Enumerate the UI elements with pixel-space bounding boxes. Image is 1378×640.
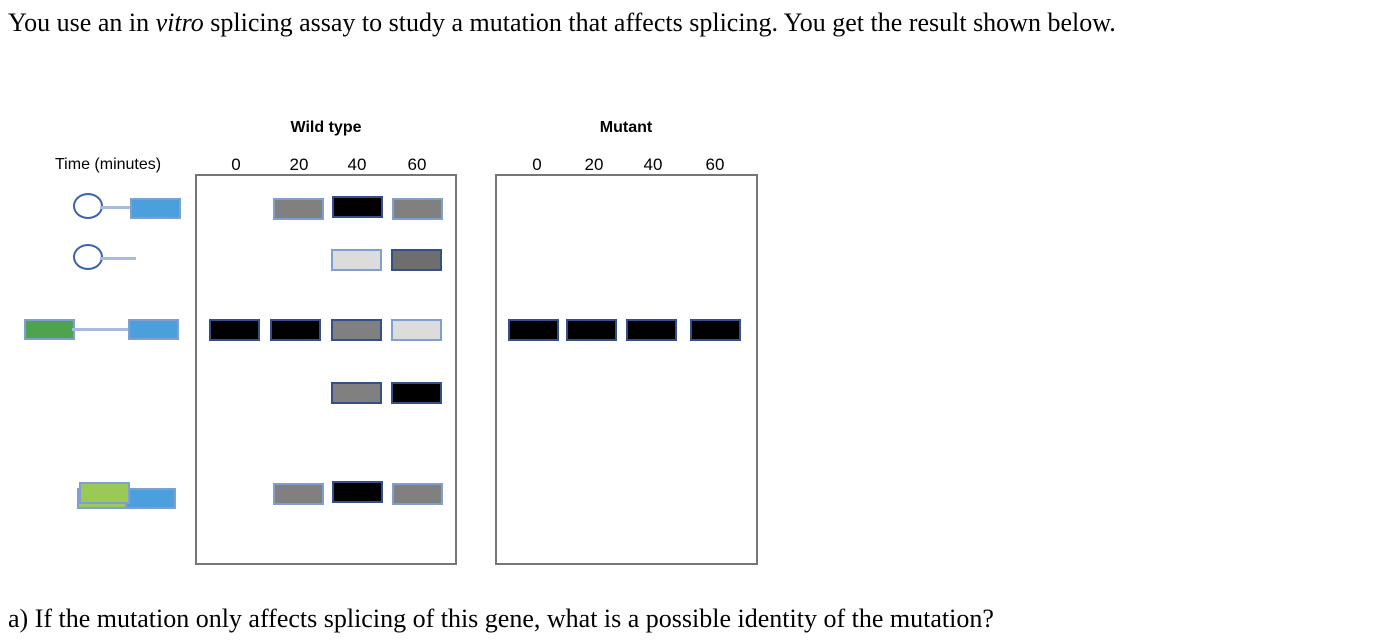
intro-paragraph: You use an in vitro splicing assay to st… bbox=[8, 4, 1348, 42]
band-wt-pre-mrna-20 bbox=[270, 319, 321, 341]
intro-text-part-1: You use an in bbox=[8, 8, 156, 37]
band-wt-spliced-mrna-40 bbox=[331, 382, 382, 404]
connector-line-row1 bbox=[100, 206, 132, 209]
tick-wt-0: 0 bbox=[231, 155, 241, 174]
tick-wt-60: 60 bbox=[407, 155, 427, 174]
exon2-blue-box-row1 bbox=[130, 198, 181, 219]
tick-wt-40: 40 bbox=[347, 155, 367, 174]
band-mut-pre-mrna-60 bbox=[690, 319, 741, 341]
exon2-blue-box-row3 bbox=[128, 319, 179, 340]
band-mut-pre-mrna-0 bbox=[508, 319, 559, 341]
lariat-circle-icon-row2 bbox=[73, 244, 103, 270]
band-wt-lariat-exon2-60 bbox=[392, 198, 443, 220]
intro-text-italic-vitro: vitro bbox=[155, 8, 204, 37]
splicing-assay-figure: Wild type Mutant Time (minutes) 0 20 40 … bbox=[0, 108, 1378, 588]
gel-panel-mutant bbox=[495, 174, 758, 565]
band-wt-spliced-mrna-60 bbox=[391, 382, 442, 404]
band-mut-pre-mrna-40 bbox=[626, 319, 677, 341]
tick-mut-20: 20 bbox=[584, 155, 604, 174]
band-wt-lariat-intron-40 bbox=[331, 249, 382, 271]
band-wt-lariat-exon2-40 bbox=[332, 196, 383, 218]
gel-panel-wild-type bbox=[195, 174, 457, 565]
lariat-circle-icon-row1 bbox=[73, 193, 103, 219]
intro-text-part-2: splicing assay to study a mutation that … bbox=[203, 8, 967, 37]
band-mut-pre-mrna-20 bbox=[566, 319, 617, 341]
tick-wt-20: 20 bbox=[289, 155, 309, 174]
tail-line-row2 bbox=[100, 257, 136, 260]
band-wt-free-exon1-40 bbox=[332, 481, 383, 503]
intro-text-line-2: shown below. bbox=[973, 8, 1116, 37]
question-a: a) If the mutation only affects splicing… bbox=[8, 604, 994, 633]
band-wt-lariat-exon2-20 bbox=[273, 198, 324, 220]
tick-mut-0: 0 bbox=[532, 155, 542, 174]
band-wt-lariat-intron-60 bbox=[391, 249, 442, 271]
exon1-lightgreen-box-row5 bbox=[79, 482, 130, 504]
exon1-green-box-row3 bbox=[24, 319, 75, 340]
time-axis-label: Time (minutes) bbox=[55, 156, 162, 173]
intron-line-row3 bbox=[72, 328, 131, 331]
band-wt-pre-mrna-0 bbox=[209, 319, 260, 341]
panel-title-wild-type: Wild type bbox=[290, 119, 362, 136]
band-wt-free-exon1-20 bbox=[273, 483, 324, 505]
tick-mut-60: 60 bbox=[705, 155, 725, 174]
exon2-blue-box-row4 bbox=[125, 488, 176, 509]
panel-title-mutant: Mutant bbox=[599, 119, 653, 136]
band-wt-free-exon1-60 bbox=[392, 483, 443, 505]
band-wt-pre-mrna-40 bbox=[331, 319, 382, 341]
band-wt-pre-mrna-60 bbox=[391, 319, 442, 341]
tick-mut-40: 40 bbox=[643, 155, 663, 174]
